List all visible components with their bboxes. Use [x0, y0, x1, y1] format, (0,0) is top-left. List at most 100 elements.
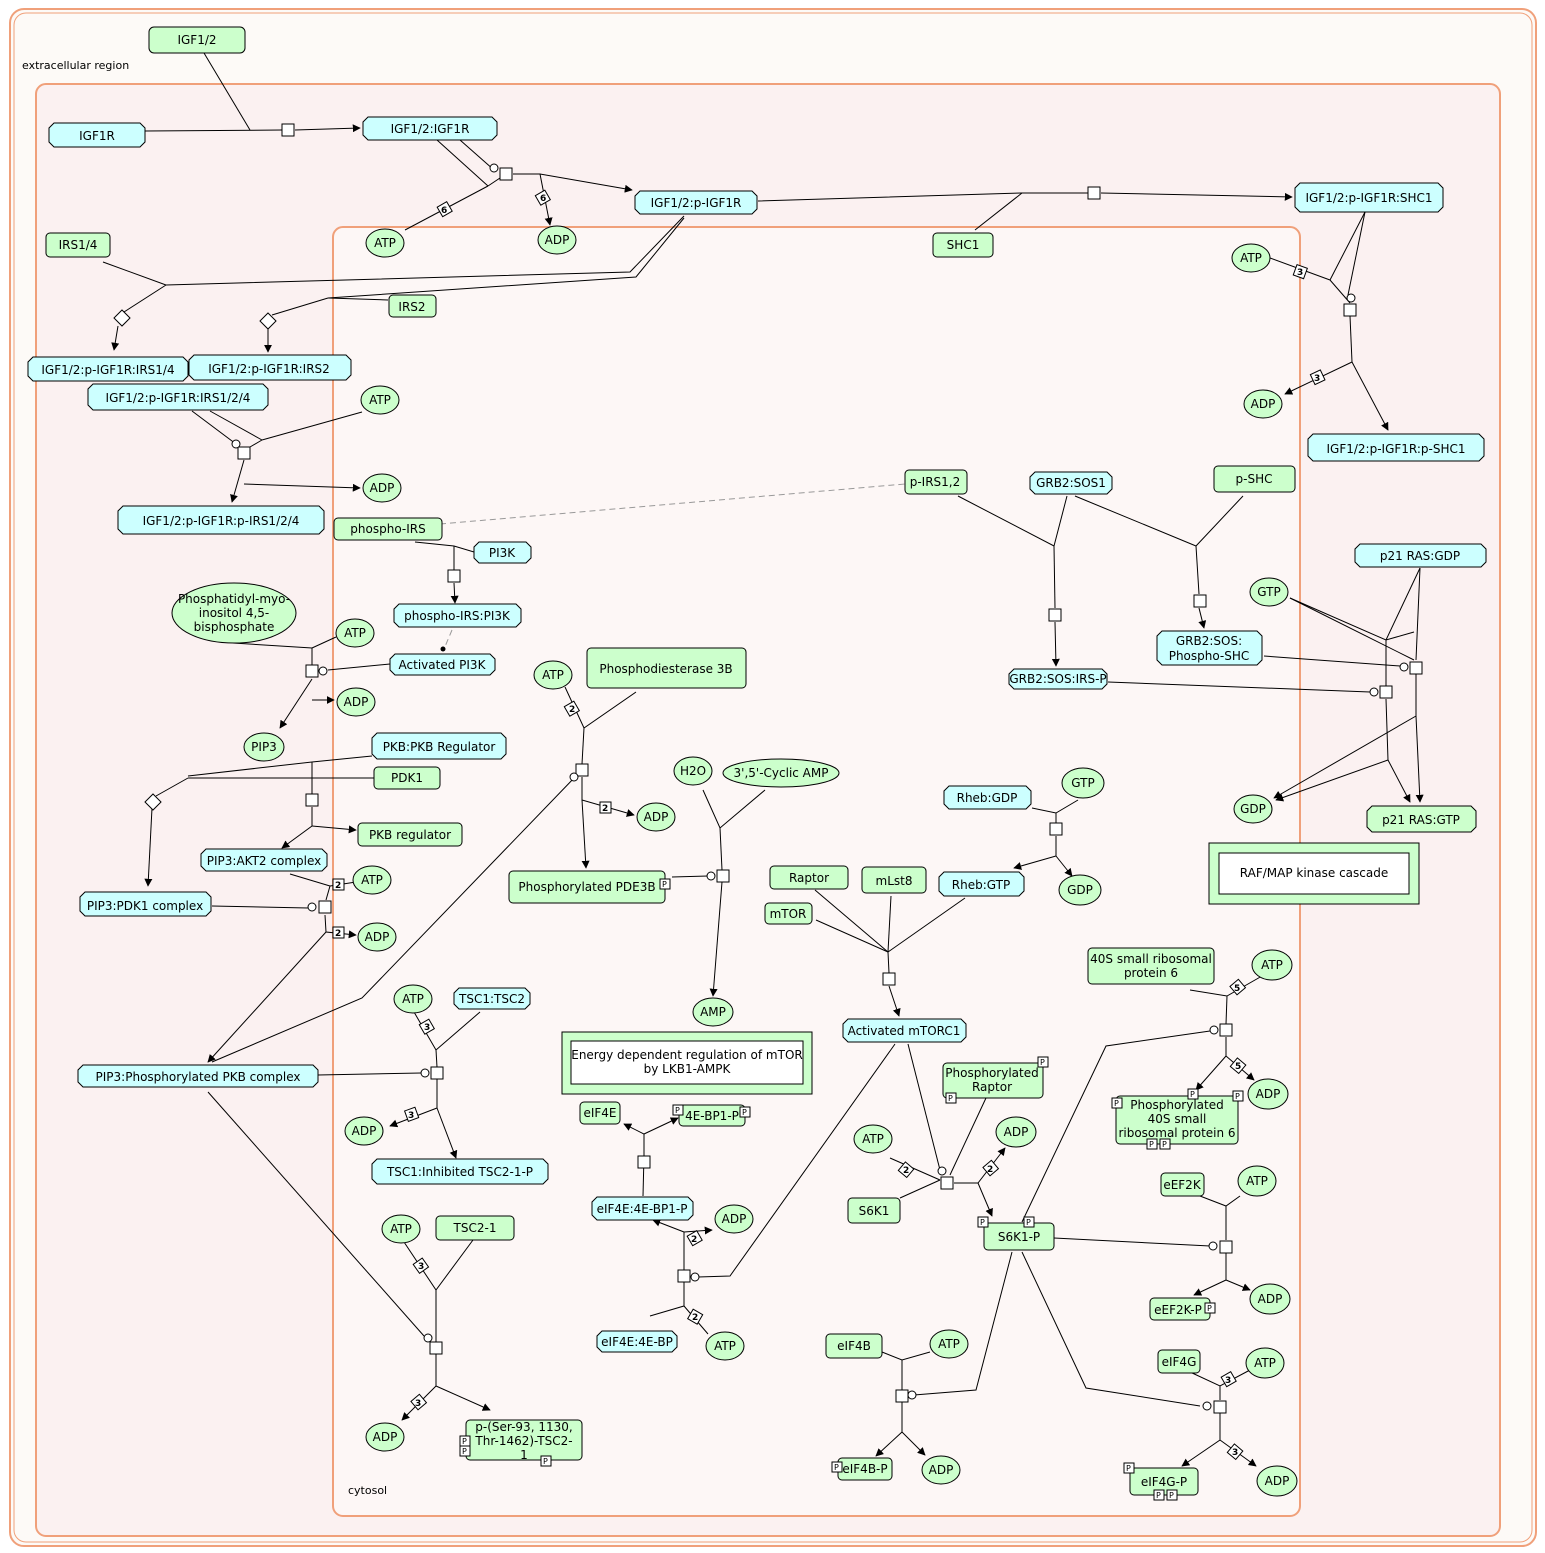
node-adp-10[interactable]: ADP	[995, 1116, 1037, 1148]
node-amp[interactable]: AMP	[692, 997, 734, 1027]
node-shc1[interactable]: SHC1	[932, 232, 994, 258]
node-atp-13[interactable]: ATP	[929, 1329, 969, 1359]
pathway-ampk[interactable]: Energy dependent regulation of mTOR by L…	[561, 1031, 813, 1095]
node-activated-pi3k[interactable]: Activated PI3K	[389, 653, 496, 676]
node-adp-5[interactable]: ADP	[357, 922, 397, 952]
node-adp-4[interactable]: ADP	[336, 687, 376, 717]
node-gdp-1[interactable]: GDP	[1233, 794, 1273, 824]
node-amtorc1[interactable]: Activated mTORC1	[842, 1018, 967, 1043]
node-irs14[interactable]: IRS1/4	[45, 232, 111, 258]
node-s6k1[interactable]: S6K1	[847, 1197, 901, 1224]
node-tsc21[interactable]: TSC2-1	[435, 1215, 515, 1241]
node-rheb-gtp[interactable]: Rheb:GTP	[938, 871, 1025, 897]
node-pshc[interactable]: p-SHC	[1213, 465, 1296, 493]
node-phospho-irs-pi3k[interactable]: phospho-IRS:PI3K	[393, 603, 522, 628]
node-atp-9[interactable]: ATP	[1251, 949, 1293, 981]
node-adp-1[interactable]: ADP	[537, 225, 577, 255]
node-gdp-2[interactable]: GDP	[1058, 874, 1102, 906]
node-pip3-pdk1[interactable]: PIP3:PDK1 complex	[79, 891, 212, 917]
node-pip3-akt2[interactable]: PIP3:AKT2 complex	[200, 848, 328, 872]
svg-text:S6K1-P: S6K1-P	[998, 1230, 1040, 1244]
node-eef2kp[interactable]: eEF2K-P P	[1149, 1297, 1216, 1321]
node-igf-pigf1r-shc1[interactable]: IGF1/2:p-IGF1R:SHC1	[1294, 182, 1444, 213]
node-atp-6[interactable]: ATP	[533, 660, 573, 690]
node-grb2sos-irsp[interactable]: GRB2:SOS:IRS-P	[1008, 668, 1108, 690]
node-adp-13[interactable]: ADP	[921, 1455, 961, 1485]
svg-text:40S small: 40S small	[1148, 1112, 1207, 1126]
node-eif4e-bp[interactable]: eIF4E:4E-BP	[596, 1330, 678, 1353]
pathway-raf-map[interactable]: RAF/MAP kinase cascade	[1208, 842, 1420, 905]
node-atp-11[interactable]: ATP	[1237, 1165, 1277, 1197]
node-prps6[interactable]: Phosphorylated 40S small ribosomal prote…	[1111, 1088, 1244, 1150]
node-p21-gdp[interactable]: p21 RAS:GDP	[1354, 543, 1487, 568]
node-atp-12[interactable]: ATP	[705, 1331, 745, 1361]
node-igf-igf1r[interactable]: IGF1/2:IGF1R	[362, 116, 498, 141]
node-pde3b[interactable]: Phosphodiesterase 3B	[586, 647, 747, 689]
node-adp-6[interactable]: ADP	[636, 802, 676, 832]
node-igf-irs124[interactable]: IGF1/2:p-IGF1R:IRS1/2/4	[87, 383, 269, 411]
node-raptor[interactable]: Raptor	[769, 865, 849, 890]
node-igf1r[interactable]: IGF1R	[48, 122, 146, 148]
node-atp-10[interactable]: ATP	[853, 1124, 893, 1154]
node-eif4b[interactable]: eIF4B	[825, 1333, 883, 1359]
node-ppde3b[interactable]: Phosphorylated PDE3B P	[508, 870, 671, 904]
svg-text:mLst8: mLst8	[876, 874, 913, 888]
node-pip3[interactable]: PIP3	[243, 732, 285, 762]
node-pkb-reg[interactable]: PKB:PKB Regulator	[371, 732, 507, 760]
node-grb2sos-pshc[interactable]: GRB2:SOS: Phospho-SHC	[1156, 630, 1263, 666]
node-gtp-1[interactable]: GTP	[1249, 577, 1289, 607]
node-adp-11[interactable]: ADP	[1249, 1283, 1291, 1315]
node-igf-pigf1r-pshc1[interactable]: IGF1/2:p-IGF1R:p-SHC1	[1307, 433, 1485, 462]
node-eif4e-bp1p[interactable]: eIF4E:4E-BP1-P	[591, 1196, 694, 1221]
stoich-2-e: 2	[686, 1229, 703, 1247]
node-camp[interactable]: 3',5'-Cyclic AMP	[722, 758, 840, 788]
node-pdk1[interactable]: PDK1	[373, 766, 441, 790]
node-bp1p[interactable]: 4E-BP1-P P P	[672, 1104, 751, 1127]
node-adp-12[interactable]: ADP	[714, 1204, 754, 1234]
node-gtp-2[interactable]: GTP	[1061, 767, 1105, 799]
node-atp-14[interactable]: ATP	[1245, 1347, 1285, 1379]
node-adp-8[interactable]: ADP	[365, 1422, 405, 1452]
node-igf-irs2[interactable]: IGF1/2:p-IGF1R:IRS2	[188, 354, 352, 381]
node-rheb-gdp[interactable]: Rheb:GDP	[943, 785, 1032, 810]
node-atp-5[interactable]: ATP	[352, 865, 392, 895]
node-p21-gtp[interactable]: p21 RAS:GTP	[1366, 805, 1477, 833]
node-adp-2[interactable]: ADP	[1243, 389, 1283, 419]
node-tsc1tsc2[interactable]: TSC1:TSC2	[453, 987, 531, 1010]
node-igf-pirs124[interactable]: IGF1/2:p-IGF1R:p-IRS1/2/4	[117, 505, 325, 535]
node-igf-pigf1r[interactable]: IGF1/2:p-IGF1R	[634, 190, 758, 215]
node-praptor[interactable]: Phosphorylated Raptor P P	[942, 1056, 1049, 1104]
node-eif4e[interactable]: eIF4E	[579, 1101, 621, 1125]
node-atp-7[interactable]: ATP	[393, 984, 433, 1014]
node-atp-3[interactable]: ATP	[360, 385, 400, 415]
node-pirs12[interactable]: p-IRS1,2	[904, 469, 968, 495]
node-phospho-irs[interactable]: phospho-IRS	[333, 517, 443, 541]
node-adp-9[interactable]: ADP	[1247, 1078, 1289, 1110]
node-pip2[interactable]: Phosphatidyl-myo- inositol 4,5- bisphosp…	[171, 582, 297, 644]
node-s6k1p[interactable]: S6K1-P P P	[977, 1216, 1055, 1251]
node-eef2k[interactable]: eEF2K	[1160, 1172, 1205, 1197]
node-adp-14[interactable]: ADP	[1256, 1465, 1298, 1497]
node-eif4gp[interactable]: eIF4G-P P P P	[1123, 1462, 1199, 1501]
node-igf12[interactable]: IGF1/2	[148, 26, 246, 54]
node-mlst8[interactable]: mLst8	[861, 866, 927, 894]
node-pkb-regulator[interactable]: PKB regulator	[357, 822, 463, 847]
node-eif4g[interactable]: eIF4G	[1157, 1349, 1201, 1374]
node-irs2[interactable]: IRS2	[388, 294, 437, 318]
node-grb2sos1[interactable]: GRB2:SOS1	[1029, 471, 1113, 495]
node-eif4bp[interactable]: eIF4B-P P	[831, 1457, 893, 1481]
node-atp-2[interactable]: ATP	[1231, 243, 1271, 273]
node-atp-8[interactable]: ATP	[381, 1214, 421, 1244]
node-pi3k[interactable]: PI3K	[473, 541, 532, 564]
node-mtor[interactable]: mTOR	[764, 902, 813, 925]
node-h2o[interactable]: H2O	[673, 756, 713, 786]
node-pip3-ppkb[interactable]: PIP3:Phosphorylated PKB complex	[77, 1064, 319, 1088]
node-adp-7[interactable]: ADP	[344, 1116, 384, 1146]
node-atp-1[interactable]: ATP	[365, 228, 405, 258]
node-tsc-inh[interactable]: TSC1:Inhibited TSC2-1-P	[371, 1158, 549, 1185]
node-adp-3[interactable]: ADP	[362, 473, 402, 503]
node-rps6[interactable]: 40S small ribosomal protein 6	[1087, 947, 1215, 985]
node-ptsc2[interactable]: p-(Ser-93, 1130, Thr-1462)-TSC2- 1 P P P	[459, 1419, 583, 1467]
node-atp-4[interactable]: ATP	[335, 618, 375, 648]
node-igf-irs14[interactable]: IGF1/2:p-IGF1R:IRS1/4	[27, 356, 189, 382]
